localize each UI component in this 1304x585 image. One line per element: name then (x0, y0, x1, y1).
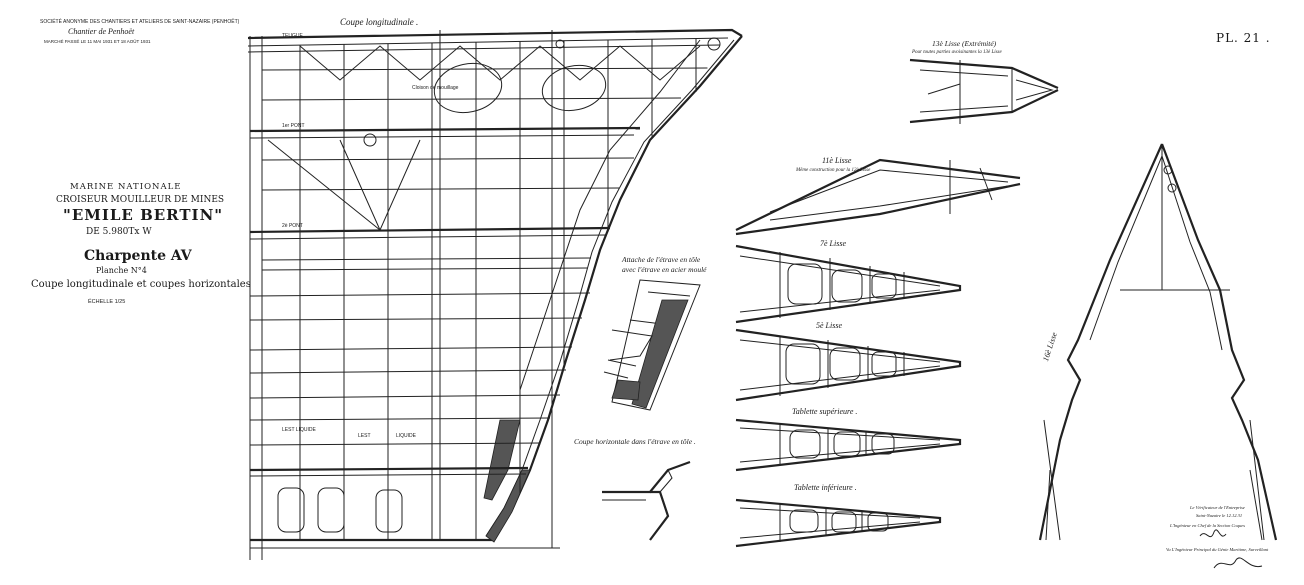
sheet-number: Planche N°4 (96, 266, 147, 275)
ship-type: CROISEUR MOUILLEUR DE MINES (56, 195, 225, 205)
approval-note-3: L'Ingénieur en Chef de la Section Coques (1170, 523, 1245, 528)
approval-note-2: Saint-Nazaire le 12.12.31 (1196, 513, 1243, 518)
stringer-line (261, 257, 592, 261)
society-name: SOCIÉTÉ ANONYME DES CHANTIERS ET ATELIER… (40, 19, 240, 25)
stem-attach-title-1: Attache de l'étrave en tôle (622, 255, 701, 264)
ship-name: "EMILE BERTIN" (63, 206, 224, 224)
upper-shelf-title: Tablette supérieure . (792, 407, 858, 416)
first-deck-label: 1er PONT (282, 123, 305, 129)
plate-number: PL. 21 . (1216, 31, 1271, 45)
stringer-16-section (1038, 143, 1278, 541)
scale-label: ÉCHELLE 1/25 (88, 299, 126, 305)
mooring-bulkhead-label: Cloison de mouillage (412, 85, 459, 91)
drawing-subject: Coupe longitudinale et coupes horizontal… (31, 279, 251, 290)
stringer-13-note: Pour toutes parties avoisinantes la 13è … (912, 50, 1002, 55)
horizontal-stem-section (602, 460, 691, 541)
stringer-13-title: 13è Lisse (Extrémité) (932, 39, 997, 48)
stringer-5-detail (735, 328, 962, 402)
ballast-label-2: LEST (358, 433, 371, 439)
stem-attach-title-2: avec l'étrave en acier moulé (622, 265, 707, 274)
lower-shelf-title: Tablette inférieure . (794, 483, 857, 492)
stringer-line (261, 97, 682, 101)
ballast-label-1: LEST LIQUIDE (282, 427, 316, 433)
navy-label: MARINE NATIONALE (70, 182, 182, 192)
lower-shelf-detail (735, 498, 942, 548)
approval-note-1: Le Vérificateur de l'Entreprise (1190, 505, 1245, 510)
longitudinal-section (247, 28, 743, 560)
displacement: DE 5.980Tx W (86, 227, 152, 237)
stringer-11-note: Même construction pour la 12è Lisse (796, 168, 871, 173)
upper-shelf-detail (735, 418, 962, 472)
drawing-title: Charpente AV (84, 248, 192, 264)
yard-name: Chantier de Penhoët (68, 27, 135, 36)
stringer-11-title: 11è Lisse (822, 156, 852, 165)
forecastle-label: TEUGUE (282, 33, 303, 39)
stringer-line (261, 267, 589, 271)
stringer-5-title: 5è Lisse (816, 321, 842, 330)
longitudinal-section-title: Coupe longitudinale . (340, 17, 419, 27)
approval-note-4: Vu L'Ingénieur Principal du Génie Mariti… (1166, 547, 1269, 552)
stringer-11-detail (735, 158, 1021, 236)
stringer-13-detail (909, 58, 1059, 124)
horizontal-section-title: Coupe horizontale dans l'étrave en tôle … (574, 437, 696, 446)
stem-attachment-detail (603, 279, 701, 411)
stringer-7-title: 7è Lisse (820, 239, 846, 248)
stringer-line (261, 67, 708, 71)
second-deck-label: 2è PONT (282, 223, 303, 229)
stringer-line (261, 157, 635, 161)
contract-line: MARCHÉ PASSÉ LE 11 MAI 1931 ET 18 AOÛT 1… (44, 39, 151, 44)
ballast-label-3: LIQUIDE (396, 433, 417, 439)
stringer-7-detail (735, 244, 962, 324)
